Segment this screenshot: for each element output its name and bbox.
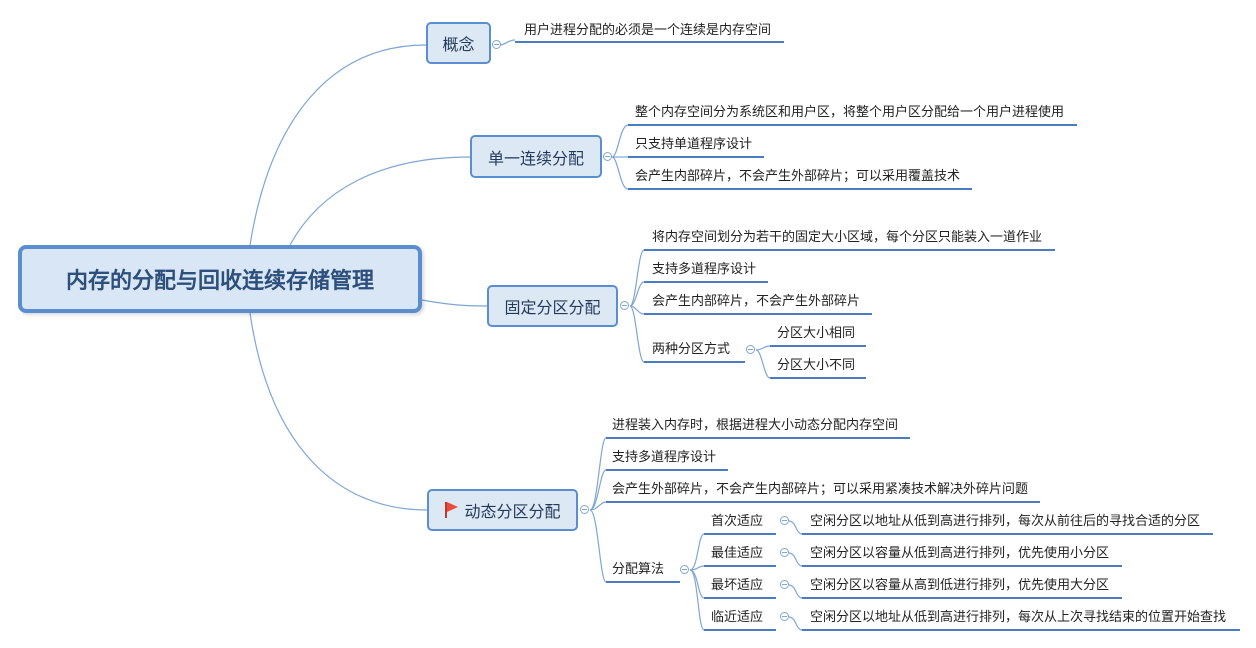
- fixed-mode-item[interactable]: 分区大小不同: [777, 358, 856, 373]
- concept-item[interactable]: 用户进程分配的必须是一个连续是内存空间: [524, 23, 772, 38]
- fixed-item-modes[interactable]: 两种分区方式: [652, 342, 731, 357]
- single-item[interactable]: 只支持单道程序设计: [635, 137, 753, 152]
- algorithm-name[interactable]: 首次适应: [711, 514, 764, 529]
- dynamic-item[interactable]: 支持多道程序设计: [612, 450, 717, 465]
- collapse-toggle-modes[interactable]: [746, 345, 755, 354]
- fixed-mode-item[interactable]: 分区大小相同: [777, 326, 856, 341]
- algorithm-name[interactable]: 最佳适应: [711, 546, 764, 561]
- single-item[interactable]: 整个内存空间分为系统区和用户区，将整个用户区分配给一个用户进程使用: [635, 105, 1065, 120]
- dynamic-item-algorithms[interactable]: 分配算法: [612, 562, 665, 577]
- topic-single-contiguous[interactable]: 单一连续分配: [470, 135, 602, 178]
- flag-icon: [444, 502, 459, 518]
- algorithm-desc[interactable]: 空闲分区以地址从低到高进行排列，每次从前往后的寻找合适的分区: [810, 514, 1201, 529]
- edge-root-concept: [249, 44, 427, 246]
- topic-dynamic-partition[interactable]: 动态分区分配: [427, 489, 578, 531]
- fixed-item[interactable]: 将内存空间划分为若干的固定大小区域，每个分区只能装入一道作业: [652, 230, 1043, 245]
- root-topic[interactable]: 内存的分配与回收连续存储管理: [18, 245, 422, 313]
- edge-root-single: [289, 156, 471, 246]
- collapse-toggle-algorithm[interactable]: [780, 580, 789, 589]
- collapse-toggle-algorithms[interactable]: [680, 565, 689, 574]
- collapse-toggle-dynamic[interactable]: [580, 505, 589, 514]
- collapse-toggle-algorithm[interactable]: [780, 612, 789, 621]
- collapse-toggle-fixed[interactable]: [620, 301, 629, 310]
- topic-concept[interactable]: 概念: [426, 22, 491, 64]
- dynamic-item[interactable]: 进程装入内存时，根据进程大小动态分配内存空间: [612, 418, 899, 433]
- algorithm-name[interactable]: 临近适应: [711, 610, 764, 625]
- collapse-toggle-single[interactable]: [603, 152, 612, 161]
- dynamic-item[interactable]: 会产生外部碎片，不会产生内部碎片；可以采用紧凑技术解决外碎片问题: [612, 482, 1029, 497]
- edge-root-fixed: [421, 299, 488, 307]
- collapse-toggle-algorithm[interactable]: [780, 548, 789, 557]
- fixed-item[interactable]: 会产生内部碎片，不会产生外部碎片: [652, 294, 861, 309]
- algorithm-desc[interactable]: 空闲分区以容量从低到高进行排列，优先使用小分区: [810, 546, 1110, 561]
- topic-dynamic-label: 动态分区分配: [464, 502, 561, 521]
- topic-fixed-partition[interactable]: 固定分区分配: [487, 285, 618, 327]
- collapse-toggle-algorithm[interactable]: [780, 516, 789, 525]
- fixed-item[interactable]: 支持多道程序设计: [652, 262, 757, 277]
- algorithm-name[interactable]: 最坏适应: [711, 578, 764, 593]
- single-item[interactable]: 会产生内部碎片，不会产生外部碎片；可以采用覆盖技术: [635, 169, 961, 184]
- algorithm-desc[interactable]: 空闲分区以地址从低到高进行排列，每次从上次寻找结束的位置开始查找: [810, 610, 1227, 625]
- edge-concept-item: [499, 39, 516, 46]
- algorithm-desc[interactable]: 空闲分区以容量从高到低进行排列，优先使用大分区: [810, 578, 1110, 593]
- edge-root-dynamic: [249, 312, 428, 511]
- collapse-toggle-concept[interactable]: [492, 40, 501, 49]
